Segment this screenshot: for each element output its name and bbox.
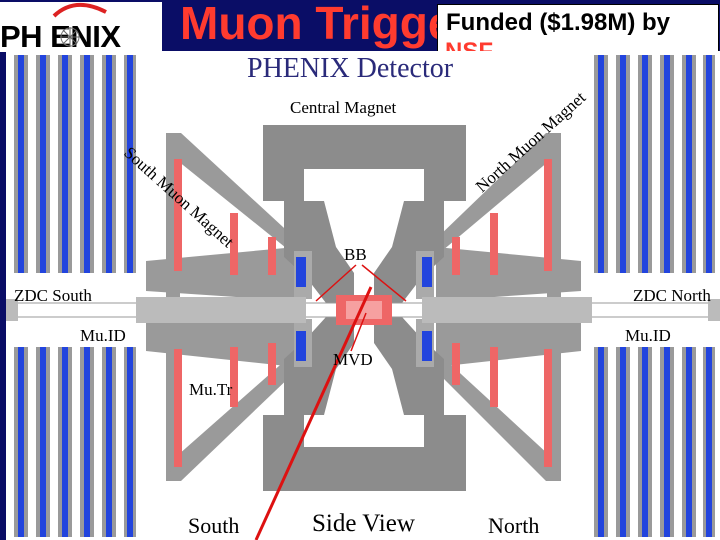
north-label: North bbox=[488, 513, 540, 538]
mutr-chambers bbox=[174, 159, 552, 467]
muid-left-upper bbox=[14, 55, 136, 273]
beam-line bbox=[6, 295, 720, 325]
phenix-logo: PH ENIX bbox=[0, 2, 162, 54]
laser-pointer-line bbox=[254, 286, 373, 540]
south-label: South bbox=[188, 513, 240, 538]
diagram-title: PHENIX Detector bbox=[247, 53, 454, 84]
central-blue-detectors bbox=[296, 257, 432, 361]
slide-title: Muon Trigger bbox=[180, 0, 472, 49]
mutr-label: Mu.Tr bbox=[189, 380, 233, 399]
muid-right-lower bbox=[594, 347, 715, 537]
side-view-label: Side View bbox=[312, 510, 415, 537]
phenix-logo-swoosh-icon bbox=[52, 3, 107, 47]
muid-left-label: Mu.ID bbox=[80, 326, 126, 345]
funded-text: Funded ($1.98M) by bbox=[446, 9, 671, 36]
central-magnet-label: Central Magnet bbox=[290, 98, 397, 117]
muid-right-label: Mu.ID bbox=[625, 326, 671, 345]
funded-box: Funded ($1.98M) by bbox=[437, 4, 719, 52]
central-magnet bbox=[263, 125, 466, 491]
muid-right-upper bbox=[594, 55, 715, 273]
zdc-south-label: ZDC South bbox=[14, 286, 92, 305]
annotation-lines bbox=[315, 264, 407, 352]
phenix-detector-diagram bbox=[6, 55, 720, 540]
muid-left-lower bbox=[14, 347, 136, 537]
bb-label: BB bbox=[344, 245, 367, 264]
zdc-north-label: ZDC North bbox=[633, 286, 711, 305]
mvd-label: MVD bbox=[333, 350, 373, 369]
